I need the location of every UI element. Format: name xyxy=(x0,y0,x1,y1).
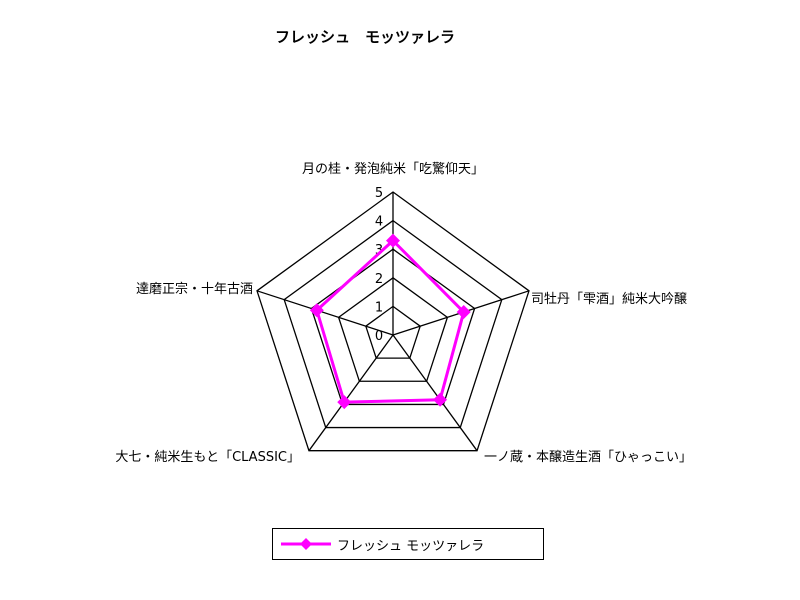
data-point-1 xyxy=(456,305,471,320)
grid-ring-2 xyxy=(337,276,449,382)
tick-label-1: 1 xyxy=(375,300,383,315)
axis-line-3 xyxy=(308,334,394,452)
tick-label-0: 0 xyxy=(375,329,383,344)
tick-label-2: 2 xyxy=(375,272,383,287)
legend-label: フレッシュ モッツァレラ xyxy=(337,538,485,554)
axis-label-3: 大七・純米生もと「CLASSIC」 xyxy=(115,450,300,465)
tick-label-4: 4 xyxy=(375,215,383,230)
grid-ring-3 xyxy=(310,248,476,406)
grid-ring-4 xyxy=(283,219,503,429)
data-point-3 xyxy=(337,395,352,410)
legend-marker-icon xyxy=(281,538,331,550)
tick-label-3: 3 xyxy=(375,243,383,258)
axis-label-1: 司牡丹「雫酒」純米大吟醸 xyxy=(531,292,688,307)
axis-label-0: 月の桂・発泡純米「吃驚仰天」 xyxy=(301,162,485,177)
series-line-0 xyxy=(315,238,466,404)
axis-line-4 xyxy=(256,290,394,336)
grid-ring-5 xyxy=(256,191,530,452)
data-point-2 xyxy=(433,392,448,407)
chart-title: フレッシュ モッツァレラ xyxy=(274,28,455,46)
axis-label-2: 一ノ蔵・本醸造生酒「ひゃっこい」 xyxy=(484,450,693,465)
legend: フレッシュ モッツァレラ xyxy=(272,528,544,560)
axis-label-4: 達磨正宗・十年古酒 xyxy=(135,282,253,297)
data-point-4 xyxy=(309,303,324,318)
tick-label-5: 5 xyxy=(375,186,383,201)
axis-line-2 xyxy=(392,334,478,452)
grid-ring-1 xyxy=(365,305,421,359)
data-point-0 xyxy=(386,233,400,248)
